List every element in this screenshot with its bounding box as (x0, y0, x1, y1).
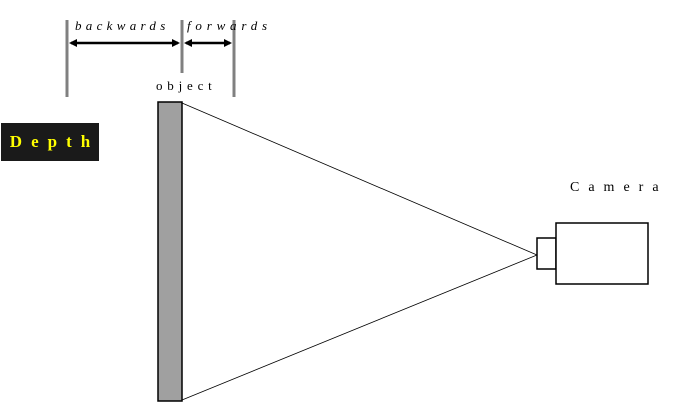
camera-lens (536, 237, 557, 270)
object-label: object (156, 78, 217, 93)
camera-body (555, 222, 649, 285)
forwards-label: forwards (187, 18, 272, 33)
depth-badge: Depth (1, 123, 99, 161)
fov-top-line (181, 102, 538, 256)
camera-label: Camera (570, 180, 668, 195)
depth-label: Depth (9, 132, 100, 151)
fov-bottom-line (181, 254, 538, 401)
backwards-label: backwards (75, 18, 170, 33)
object-plate (157, 101, 183, 402)
